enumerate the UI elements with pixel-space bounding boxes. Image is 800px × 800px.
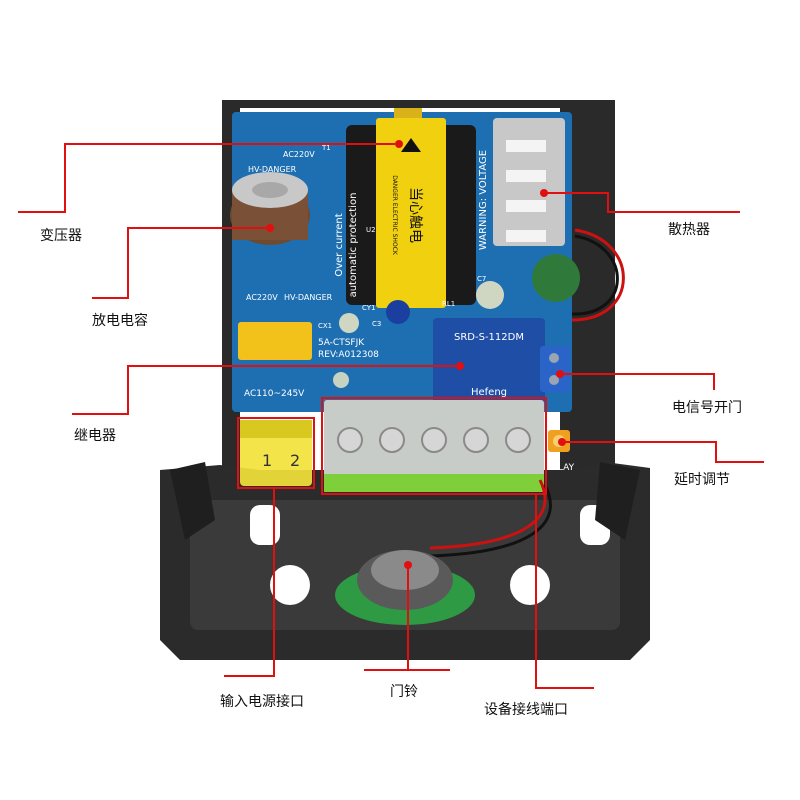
relay-model-text: SRD-S-112DM <box>454 332 524 343</box>
wire-right-black <box>571 234 619 316</box>
callout-box-terminal <box>321 397 547 495</box>
callout-line-terminal <box>535 494 594 689</box>
marking-ac220v-lower: AC220V <box>246 293 278 302</box>
label-doorbell: 门铃 <box>390 684 418 700</box>
mount-hole-left <box>270 565 310 605</box>
callout-line-doorbell <box>364 565 450 671</box>
callout-dot-relay <box>456 362 464 370</box>
callout-line-relay <box>72 365 456 415</box>
callout-dot-delay <box>558 438 566 446</box>
fuse-label-2: 2 <box>290 451 300 470</box>
heatsink-warning-text: WARNING: VOLTAGE <box>478 150 489 250</box>
transformer: 当心触电 DANGER ELECTRIC SHOCK <box>346 108 476 308</box>
callout-line-signal <box>560 373 715 390</box>
mount-hole-right <box>510 565 550 605</box>
shock-warning-icon <box>401 138 421 152</box>
callout-line-delay <box>562 441 764 463</box>
capacitor-green <box>532 254 580 302</box>
ref-t1: T1 <box>321 144 331 152</box>
transformer-warning-subtext: DANGER ELECTRIC SHOCK <box>391 175 398 256</box>
terminal-screw-4 <box>463 427 489 453</box>
label-discharge-capacitor: 放电电容 <box>92 312 148 329</box>
signal-terminal-screw-1 <box>549 353 559 363</box>
capacitor-small <box>339 313 359 333</box>
terminal-screw-3 <box>421 427 447 453</box>
mount-slot-left <box>250 505 280 545</box>
clip-left <box>170 462 215 540</box>
marking-protection-1: Over current <box>334 213 345 276</box>
callout-box-fuse <box>237 417 315 489</box>
callout-dot-capacitor <box>266 224 274 232</box>
label-input-power-port: 输入电源接口 <box>220 693 304 710</box>
terminal-block <box>324 400 544 492</box>
ref-cy1: CY1 <box>362 304 376 312</box>
x-capacitor <box>238 322 312 360</box>
label-heatsink: 散热器 <box>668 222 710 238</box>
callout-labels: 变压器 放电电容 继电器 输入电源接口 门铃 设备接线端口 散热器 电信号开门 … <box>40 222 742 718</box>
callout-line-capacitor <box>92 227 268 299</box>
callout-line-transformer <box>18 143 395 213</box>
marking-hv-danger-lower: HV-DANGER <box>284 293 333 302</box>
marking-model: 5A-CTSFJK <box>318 338 365 348</box>
callout-dot-heatsink <box>540 189 548 197</box>
discharge-capacitor <box>230 172 310 245</box>
marking-input-range: AC110~245V <box>244 389 305 399</box>
relay-brand-text: Hefeng <box>471 387 507 398</box>
relay: SRD-S-112DM Hefeng <box>433 318 545 404</box>
marking-ac220v-top: AC220V <box>283 150 315 159</box>
wire-right <box>571 228 625 322</box>
marking-relay-label: RELAY <box>546 463 575 473</box>
ref-c7: C7 <box>477 275 486 283</box>
callout-dot-signal <box>556 370 564 378</box>
ref-c3: C3 <box>372 320 381 328</box>
terminal-screw-5 <box>505 427 531 453</box>
terminal-screw-2 <box>379 427 405 453</box>
clip-right <box>595 462 640 540</box>
terminal-screw-1 <box>337 427 363 453</box>
callout-lines <box>18 140 764 689</box>
marking-revision: REV:A012308 <box>318 350 379 360</box>
capacitor-c3 <box>386 300 410 324</box>
ref-cx1: CX1 <box>318 322 332 330</box>
label-transformer: 变压器 <box>40 228 82 244</box>
fuse-holder: 1 2 <box>240 420 312 486</box>
capacitor-bottom <box>333 372 349 388</box>
label-signal-door-open: 电信号开门 <box>672 400 742 416</box>
ref-rl1: RL1 <box>442 300 455 308</box>
capacitor-c7 <box>476 281 504 309</box>
signal-terminal <box>540 346 570 392</box>
signal-terminal-screw-2 <box>549 375 559 385</box>
callout-dot-doorbell <box>404 561 412 569</box>
label-relay: 继电器 <box>74 428 116 444</box>
wire-buzzer-black <box>429 484 552 558</box>
transformer-warning-text: 当心触电 <box>407 187 423 243</box>
callout-line-heatsink <box>544 192 740 213</box>
label-device-terminal-port: 设备接线端口 <box>484 701 568 718</box>
label-delay-adjust: 延时调节 <box>674 472 730 488</box>
callout-dot-transformer <box>395 140 403 148</box>
fuse-label-1: 1 <box>262 451 272 470</box>
heatsink <box>493 118 565 246</box>
doorbell-buzzer <box>335 550 475 625</box>
ref-u2: U2 <box>366 226 376 234</box>
callout-line-fuse <box>224 488 275 677</box>
controller-unit: 当心触电 DANGER ELECTRIC SHOCK WARNING: VOLT… <box>160 100 650 660</box>
case-frame <box>222 100 615 470</box>
marking-hv-danger-top: HV-DANGER <box>248 165 297 174</box>
marking-protection-2: automatic protection <box>348 193 359 298</box>
